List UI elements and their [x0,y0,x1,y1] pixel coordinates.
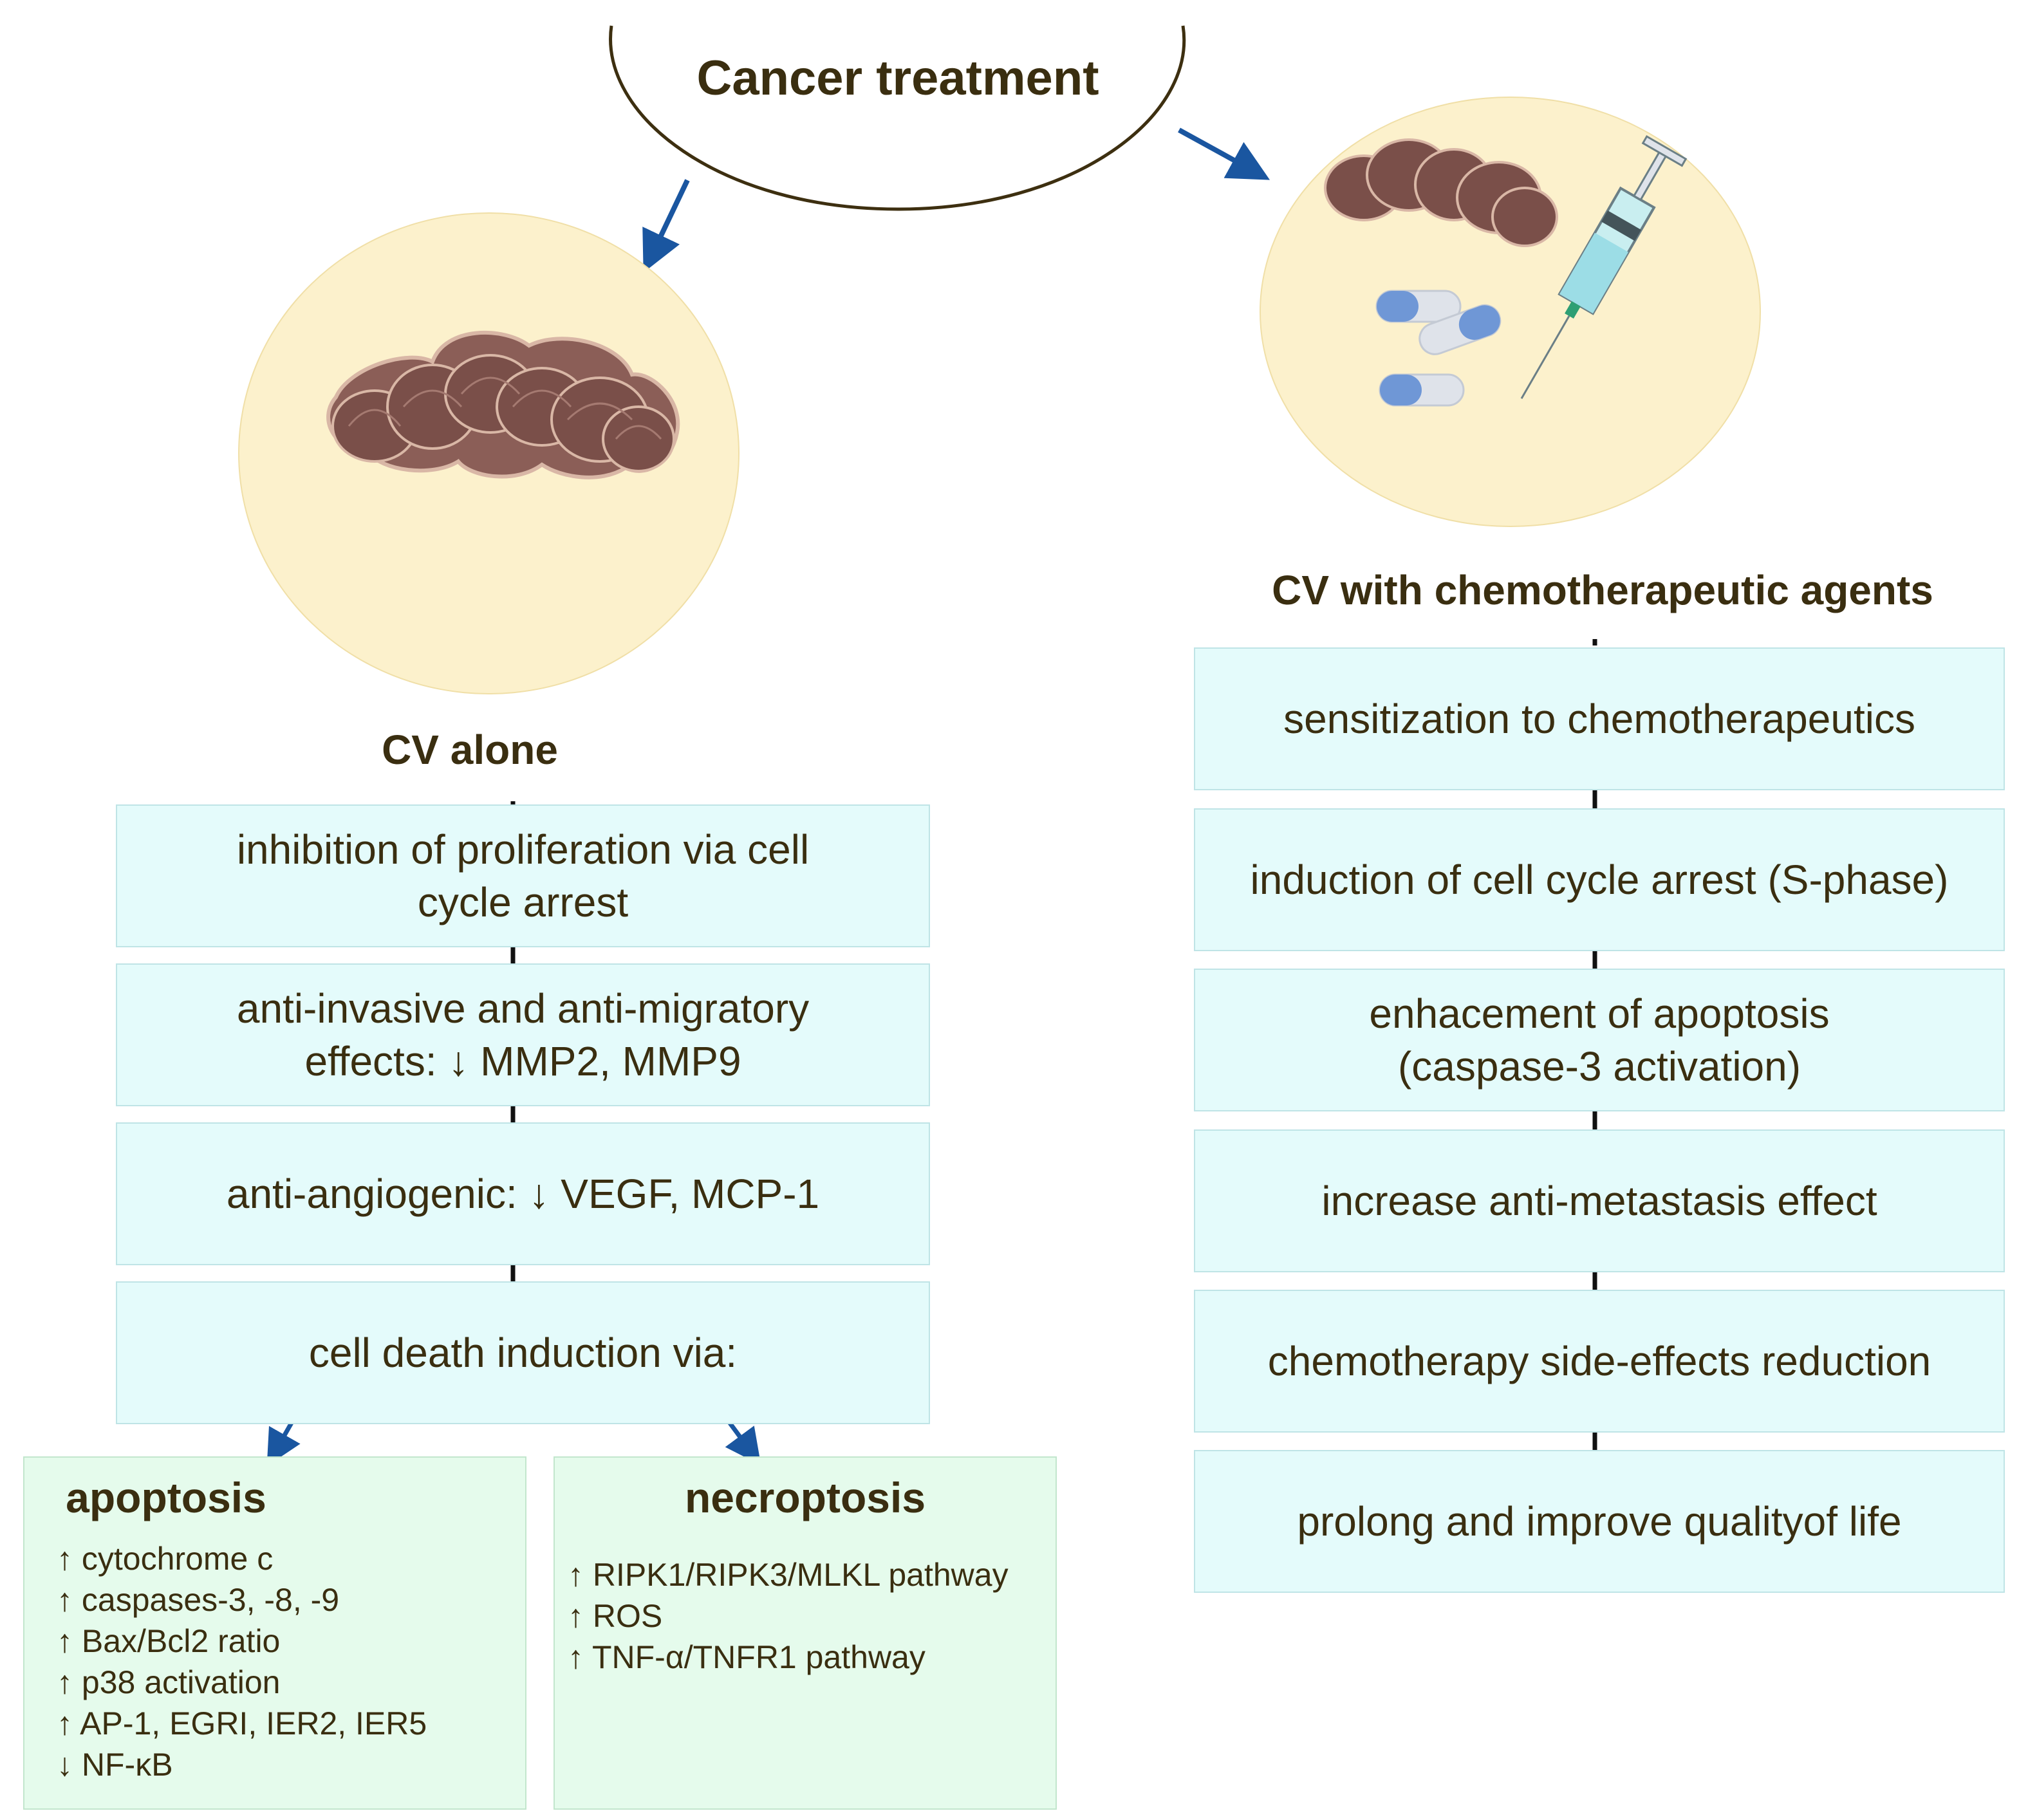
right-step-apoptosis: enhacement of apoptosis (caspase-3 activ… [1194,969,2005,1111]
list-item: ↑ AP-1, EGRI, IER2, IER5 [57,1705,427,1741]
list-item: ↑ caspases-3, -8, -9 [57,1582,340,1618]
list-item: ↑ p38 activation [57,1664,281,1700]
necroptosis-box: necroptosis ↑ RIPK1/RIPK3/MLKL pathway ↑… [554,1456,1057,1810]
list-item: ↑ ROS [568,1598,663,1634]
page-title: Cancer treatment [696,51,1099,106]
arrow-icon [642,179,690,273]
necroptosis-list: ↑ RIPK1/RIPK3/MLKL pathway ↑ ROS ↑ TNF-α… [568,1554,1009,1678]
syringe-icon [1520,135,1688,399]
apoptosis-box: apoptosis ↑ cytochrome c ↑ caspases-3, -… [23,1456,526,1810]
right-step-cell-cycle: induction of cell cycle arrest (S-phase) [1194,808,2005,951]
cv-chemo-illustration [1260,97,1761,527]
list-item: ↑ TNF-α/TNFR1 pathway [568,1639,926,1675]
arrow-icon [1178,127,1270,180]
list-item: ↑ cytochrome c [57,1541,274,1577]
left-step-angiogenesis: anti-angiogenic: ↓ VEGF, MCP-1 [116,1122,930,1265]
cv-chemo-heading: CV with chemotherapeutic agents [1272,567,1933,613]
mushroom-icon [1324,138,1558,247]
apoptosis-title: apoptosis [66,1474,266,1521]
capsule-icon [1375,290,1502,407]
left-step-cell-death: cell death induction via: [116,1281,930,1424]
cv-alone-illustration [238,212,740,694]
right-step-anti-metastasis: increase anti-metastasis effect [1194,1129,2005,1272]
list-item: ↓ NF-κB [57,1747,173,1783]
cv-alone-heading: CV alone [382,727,558,773]
necroptosis-title: necroptosis [684,1474,926,1521]
apoptosis-list: ↑ cytochrome c ↑ caspases-3, -8, -9 ↑ Ba… [57,1538,427,1785]
list-item: ↑ RIPK1/RIPK3/MLKL pathway [568,1557,1009,1593]
left-step-invasion: anti-invasive and anti-migratory effects… [116,963,930,1106]
list-item: ↑ Bax/Bcl2 ratio [57,1623,281,1659]
right-step-side-effects: chemotherapy side-effects reduction [1194,1290,2005,1433]
left-step-proliferation: inhibition of proliferation via cell cyc… [116,804,930,947]
mushroom-icon [326,331,680,479]
right-step-quality-of-life: prolong and improve qualityof life [1194,1450,2005,1593]
cancer-treatment-arc [609,25,1186,211]
right-step-sensitization: sensitization to chemotherapeutics [1194,647,2005,790]
